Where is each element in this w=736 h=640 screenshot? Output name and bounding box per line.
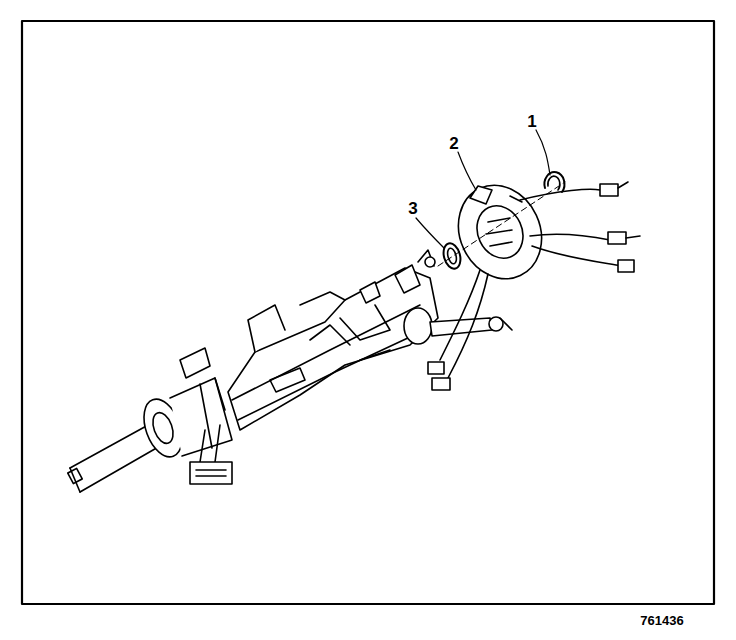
callout-number: 2 [449, 135, 458, 152]
clock-spring [443, 172, 556, 293]
figure-number: 761436 [640, 614, 683, 627]
wave-washer [441, 241, 463, 270]
wiring-connector [190, 425, 232, 484]
wiring-harness [428, 182, 640, 390]
figure-frame [22, 21, 714, 604]
callout-number: 3 [408, 200, 417, 217]
column-body [180, 250, 438, 430]
turn-signal-lever [404, 308, 512, 344]
leader-line [416, 130, 550, 248]
callout-number: 1 [527, 113, 536, 130]
lower-housing [137, 378, 232, 462]
steering-shaft [68, 424, 160, 492]
